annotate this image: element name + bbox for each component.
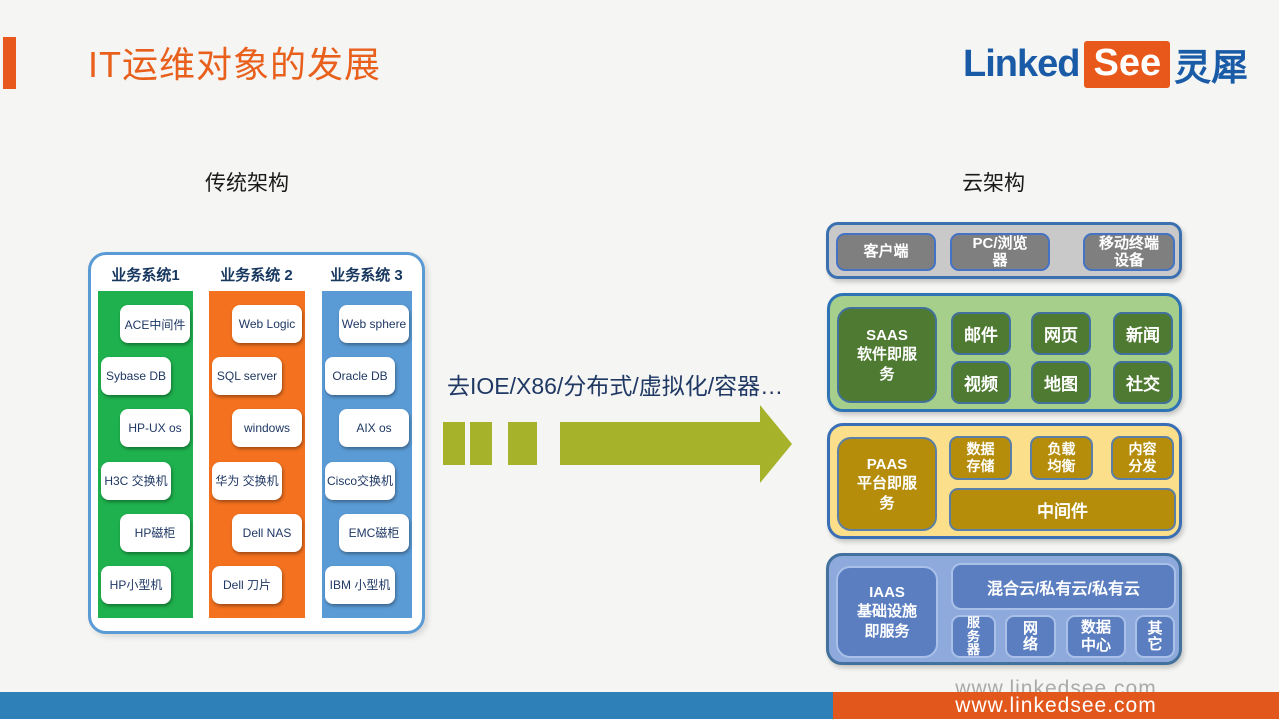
client-box: PC/浏览器 [950,233,1050,271]
system-box: AIX os [339,409,409,448]
client-layer: 客户端 PC/浏览器 移动终端设备 [826,222,1182,279]
system-box: windows [232,409,302,448]
paas-title-box: PAAS 平台即服务 [837,437,937,531]
system-box: Dell 刀片 [212,565,282,604]
iaas-box: 数据中心 [1066,615,1126,658]
saas-box: 新闻 [1113,312,1173,355]
system-box: Web Logic [232,305,302,344]
paas-box: 数据存储 [949,436,1012,480]
client-box: 客户端 [836,233,936,271]
saas-box: 地图 [1031,361,1091,404]
saas-box: 社交 [1113,361,1173,404]
paas-box: 负载均衡 [1030,436,1093,480]
saas-box: 邮件 [951,312,1011,355]
client-box: 移动终端设备 [1083,233,1175,271]
system-box: HP小型机 [101,565,171,604]
system-box: EMC磁柜 [339,513,409,552]
traditional-heading: 传统架构 [205,172,289,195]
logo-see: See [1084,40,1171,88]
iaas-layer: IAAS 基础设施即服务 混合云/私有云/私有云 服务器 网络 数据中心 其它 [826,553,1182,665]
system1-column: ACE中间件 Sybase DB HP-UX os H3C 交换机 HP磁柜 H… [98,291,193,618]
iaas-title-box: IAAS 基础设施即服务 [836,566,938,658]
system2-column: Web Logic SQL server windows 华为 交换机 Dell… [209,291,305,618]
iaas-box: 服务器 [951,615,996,658]
system-box: ACE中间件 [120,305,190,344]
page-title: IT运维对象的发展 [88,44,381,85]
cloud-mix-box: 混合云/私有云/私有云 [951,563,1176,610]
system-box: HP-UX os [120,409,190,448]
traditional-diagram: 业务系统1 业务系统 2 业务系统 3 ACE中间件 Sybase DB HP-… [88,252,425,634]
linkedsee-logo: Linked See 灵犀 [963,40,1248,88]
system-box: IBM 小型机 [325,565,395,604]
saas-title-box: SAAS 软件即服务 [837,307,937,403]
cloud-heading: 云架构 [962,172,1025,195]
iaas-box: 网络 [1005,615,1056,658]
iaas-box: 其它 [1135,615,1175,658]
system1-header: 业务系统1 [111,267,180,284]
system-box: Oracle DB [325,357,395,396]
logo-linked: Linked [963,42,1080,85]
system-box: HP磁柜 [120,513,190,552]
saas-layer: SAAS 软件即服务 邮件 网页 新闻 视频 地图 社交 [827,293,1182,412]
system-box: SQL server [212,357,282,396]
saas-box: 视频 [951,361,1011,404]
system-box: Cisco交换机 [325,461,395,500]
system2-header: 业务系统 2 [220,267,293,284]
saas-box: 网页 [1031,312,1091,355]
paas-layer: PAAS 平台即服务 数据存储 负载均衡 内容分发 中间件 [827,423,1182,539]
logo-lingxi: 灵犀 [1174,47,1249,88]
paas-box: 内容分发 [1111,436,1174,480]
system-box: Dell NAS [232,513,302,552]
footer-url: www.linkedsee.com [955,693,1157,717]
accent-bar [3,37,16,89]
system3-header: 业务系统 3 [330,267,403,284]
system-box: Sybase DB [101,357,171,396]
transition-label: 去IOE/X86/分布式/虚拟化/容器… [447,373,784,399]
system-box: 华为 交换机 [212,461,282,500]
system3-column: Web sphere Oracle DB AIX os Cisco交换机 EMC… [322,291,412,618]
middleware-box: 中间件 [949,488,1176,531]
system-box: Web sphere [339,305,409,344]
right-arrow-icon [443,405,792,483]
footer-bar-orange: www.linkedsee.com [833,692,1279,719]
system-box: H3C 交换机 [101,461,171,500]
footer-bar-blue [0,692,833,719]
